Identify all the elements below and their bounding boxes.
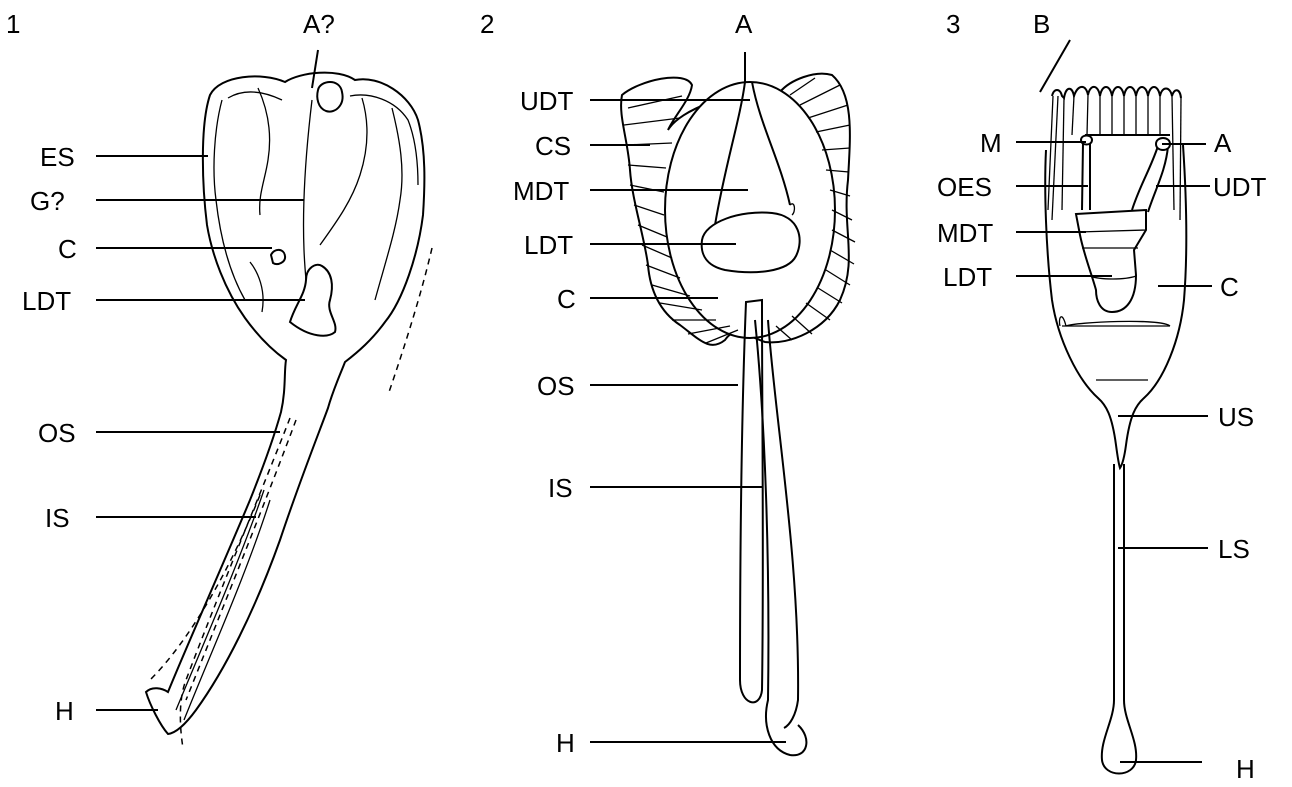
panel-1-cavity <box>271 250 285 264</box>
panel-1-ridge-4 <box>375 108 402 300</box>
leader-p3-b-tail <box>1040 40 1070 92</box>
label-p2-is: IS <box>548 473 573 503</box>
label-p1-h: H <box>55 696 74 726</box>
label-p2-mdt: MDT <box>513 176 569 206</box>
panel-1-drawing <box>146 73 432 748</box>
panel-3-body <box>1045 145 1186 468</box>
label-p3-udt: UDT <box>1213 172 1267 202</box>
panel-3-drawing <box>1040 40 1186 774</box>
panel-3: 3 <box>937 9 1267 784</box>
panel-3-udt-tube <box>1132 146 1168 212</box>
panel-1-inner-stalk-1 <box>176 490 264 710</box>
label-p2-h: H <box>556 728 575 758</box>
panel-3-tentacles <box>1048 95 1181 220</box>
panel-3-tentacle-tips <box>1052 87 1181 98</box>
label-p3-ls: LS <box>1218 534 1250 564</box>
label-p2-ldt: LDT <box>524 230 573 260</box>
panel-2-drawing <box>621 52 855 755</box>
panel-1-dash-stalk <box>180 418 290 748</box>
label-p3-b: B <box>1033 9 1050 39</box>
label-p3-ldt: LDT <box>943 262 992 292</box>
panel-2: 2 <box>480 9 855 758</box>
panel-1-dash-stalk-2 <box>186 420 296 700</box>
label-p1-es: ES <box>40 142 75 172</box>
label-p2-c: C <box>557 284 576 314</box>
panel-3-sac-line-1 <box>1078 230 1146 232</box>
panel-3-mouth <box>1081 136 1092 145</box>
label-p1-g: G? <box>30 186 65 216</box>
label-p2-udt: UDT <box>520 86 574 116</box>
panel-3-digestive-sac <box>1076 210 1146 312</box>
panel-3-number: 3 <box>946 9 960 39</box>
panel-1-inner-fold <box>250 262 263 312</box>
panel-1-number: 1 <box>6 9 20 39</box>
leader-p1-a <box>312 50 318 88</box>
label-p3-mdt: MDT <box>937 218 993 248</box>
panel-1: 1 <box>6 9 432 748</box>
panel-2-body <box>665 82 835 338</box>
label-p1-a: A? <box>303 9 335 39</box>
panel-2-stalk-right <box>768 320 798 728</box>
panel-1-ridge-1 <box>258 88 270 215</box>
label-p2-a: A <box>735 9 753 39</box>
label-p1-os: OS <box>38 418 76 448</box>
label-p2-os: OS <box>537 371 575 401</box>
label-p1-is: IS <box>45 503 70 533</box>
panel-1-ridge-3 <box>320 98 367 245</box>
panel-3-oesophagus <box>1082 143 1090 210</box>
label-p3-c: C <box>1220 272 1239 302</box>
label-p3-us: US <box>1218 402 1254 432</box>
label-p3-a: A <box>1214 128 1232 158</box>
panel-1-apex-bump <box>317 82 342 112</box>
label-p2-cs: CS <box>535 131 571 161</box>
label-p1-c: C <box>58 234 77 264</box>
panel-3-collar <box>1059 317 1170 326</box>
label-p3-h: H <box>1236 754 1255 784</box>
label-p3-oes: OES <box>937 172 992 202</box>
label-p3-m: M <box>980 128 1002 158</box>
panel-1-dash-left <box>150 495 260 680</box>
panel-2-number: 2 <box>480 9 494 39</box>
panel-1-inner-stalk-2 <box>184 500 270 720</box>
panel-3-lower-stalk <box>1102 464 1136 774</box>
label-p1-ldt: LDT <box>22 286 71 316</box>
